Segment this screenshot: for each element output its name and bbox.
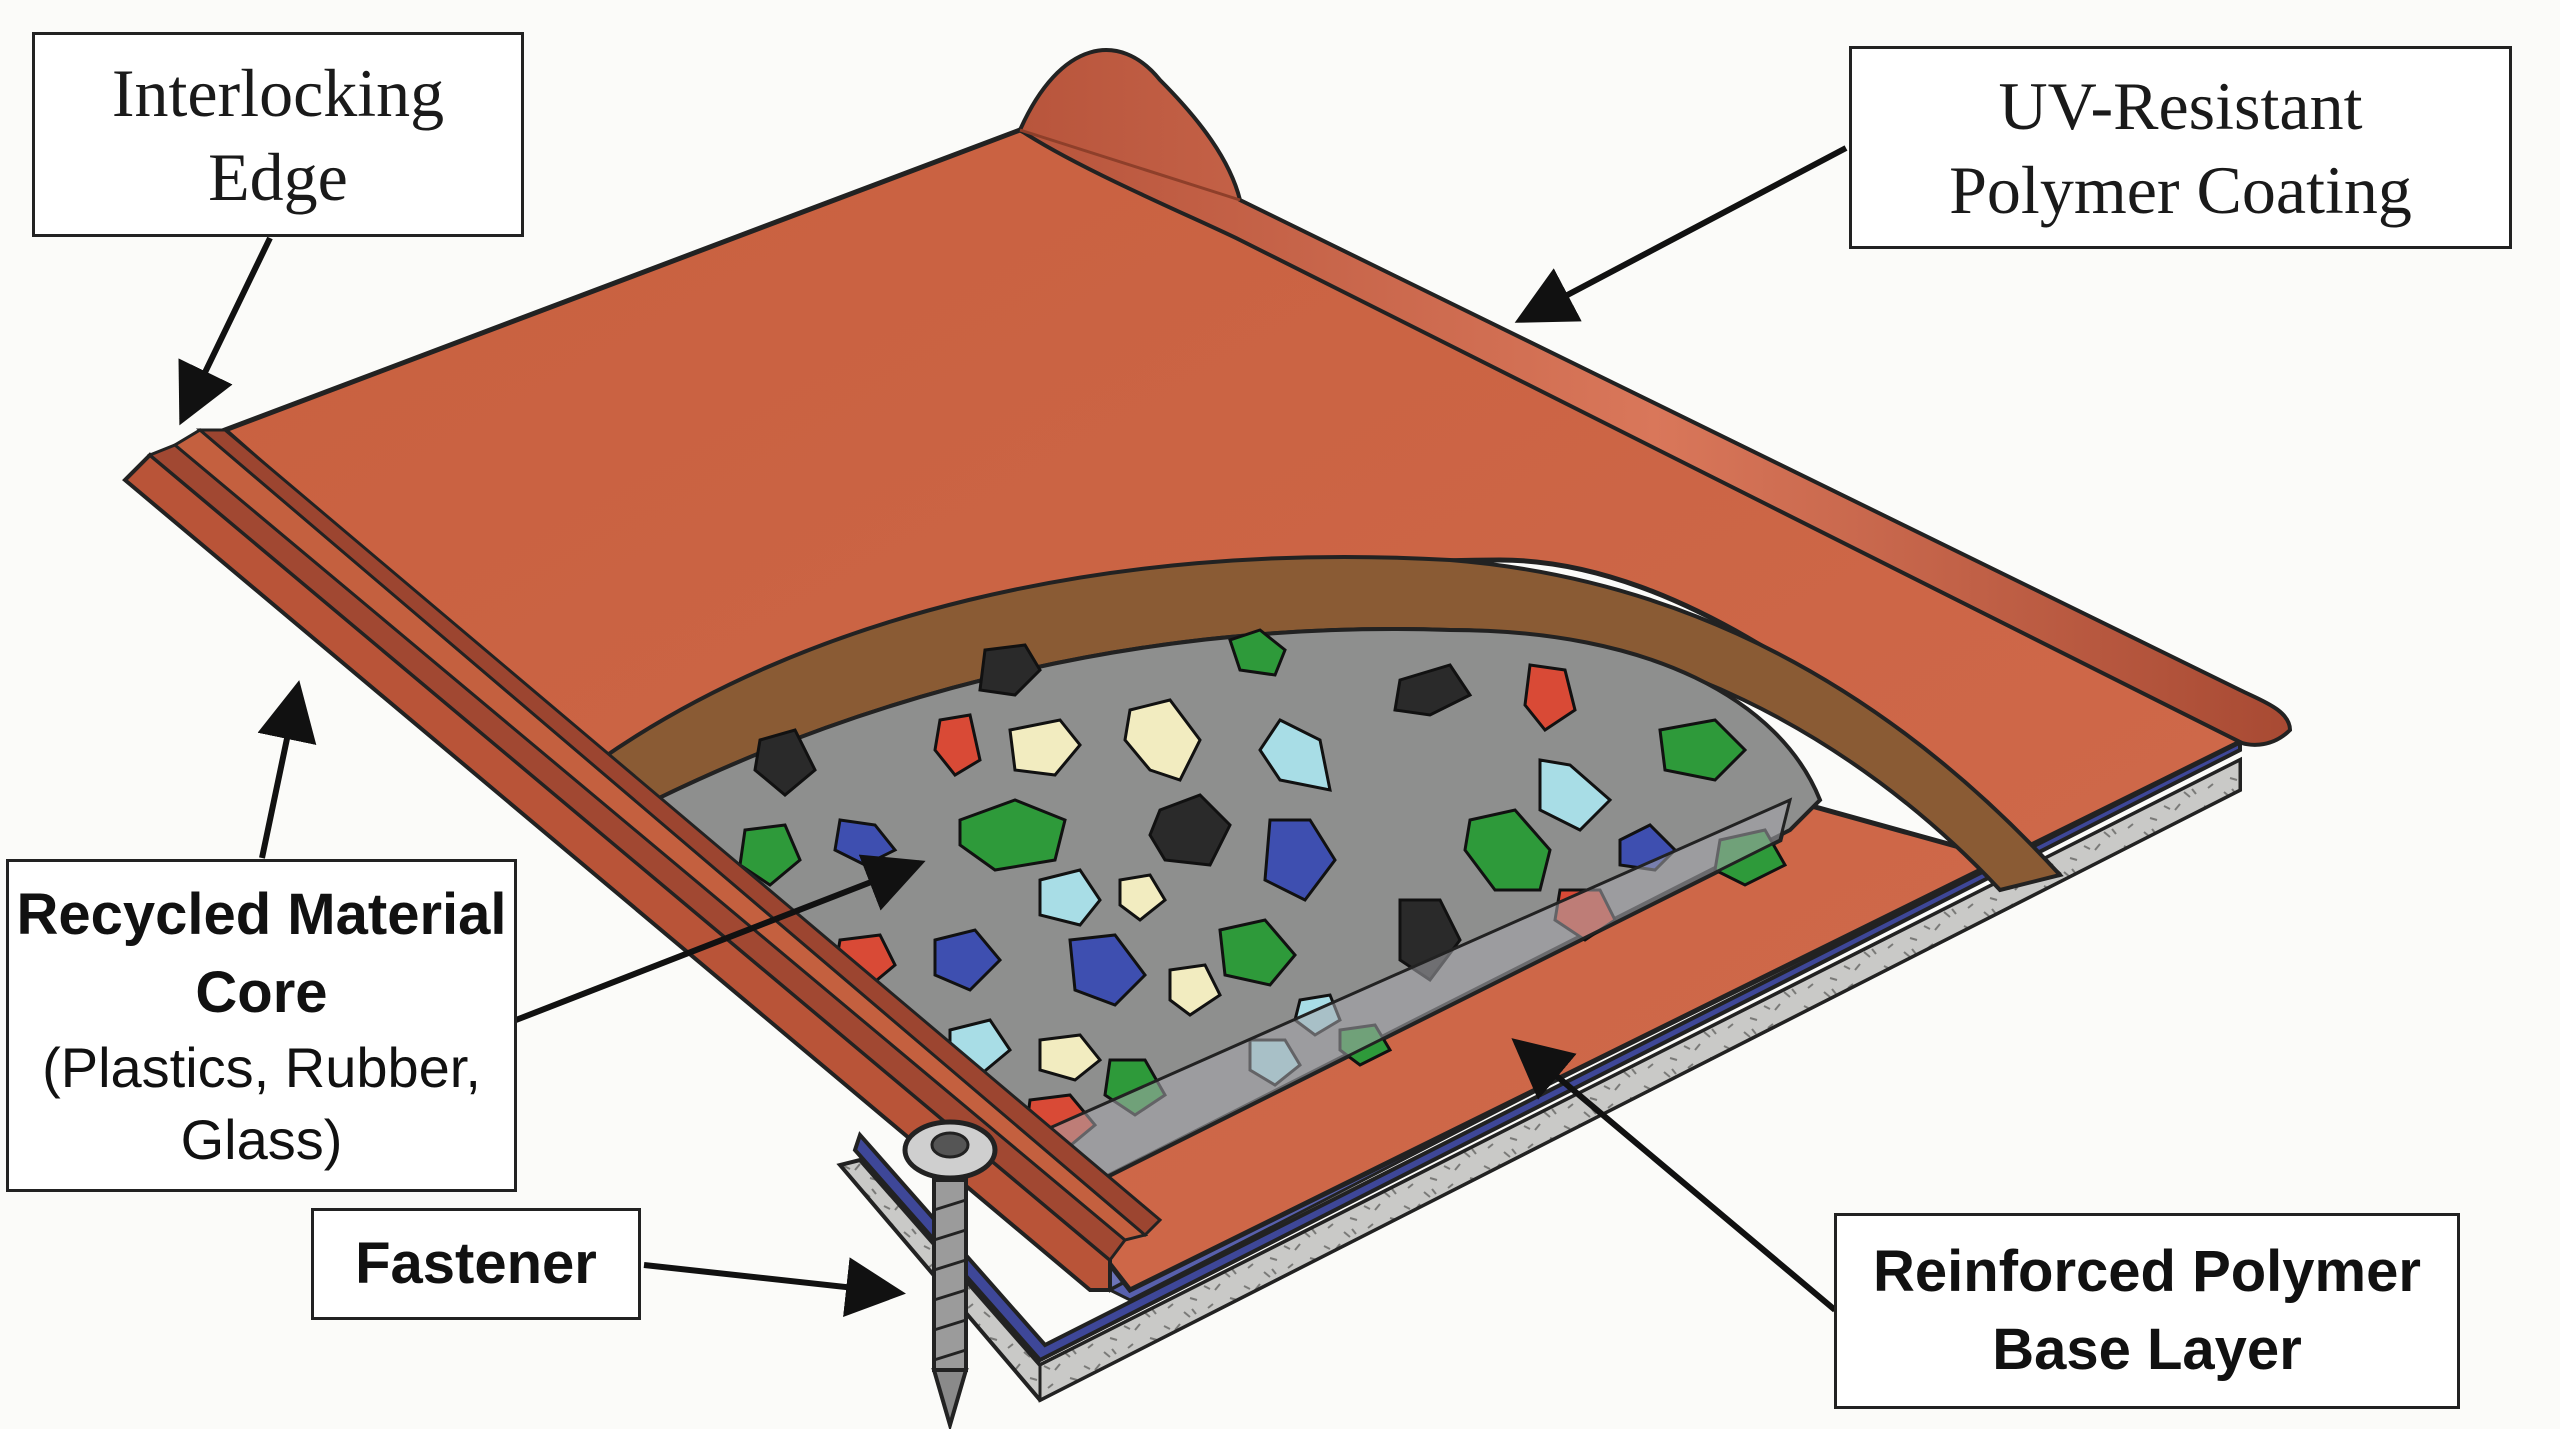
arrow-recycled-core-edge: [257, 680, 317, 859]
arrow-interlocking-edge: [178, 236, 273, 426]
label-fastener: Fastener: [311, 1208, 641, 1320]
label-base-layer: Reinforced Polymer Base Layer: [1834, 1213, 2460, 1409]
label-fastener-line1: Fastener: [355, 1231, 597, 1296]
label-recycled-core-line3: (Plastics, Rubber,: [42, 1035, 481, 1099]
label-uv-coating-line1: UV-Resistant: [1998, 67, 2363, 144]
label-interlocking-edge: Interlocking Edge: [32, 32, 524, 237]
arrow-base-layer: [1511, 1038, 1837, 1313]
label-interlocking-edge-line1: Interlocking: [111, 54, 445, 131]
label-recycled-core-line2: Core: [195, 959, 328, 1025]
label-interlocking-edge-line2: Edge: [208, 138, 348, 215]
arrow-uv-coating: [1514, 145, 1848, 323]
label-recycled-core-line1: Recycled Material: [16, 881, 507, 947]
label-base-layer-line2: Base Layer: [1992, 1317, 2302, 1382]
arrow-recycled-core: [514, 854, 926, 1023]
label-recycled-core-line4: Glass): [180, 1107, 343, 1171]
arrow-fastener: [643, 1257, 906, 1317]
label-uv-coating: UV-Resistant Polymer Coating: [1849, 46, 2512, 249]
base-slab: [836, 756, 2242, 1403]
label-uv-coating-line2: Polymer Coating: [1949, 151, 2412, 228]
leader-arrows: [178, 145, 1848, 1317]
fastener-screw: [902, 1119, 998, 1429]
interlocking-edge: [122, 428, 1163, 1292]
label-base-layer-line1: Reinforced Polymer: [1873, 1239, 2421, 1304]
label-recycled-core: Recycled Material Core (Plastics, Rubber…: [6, 859, 517, 1192]
